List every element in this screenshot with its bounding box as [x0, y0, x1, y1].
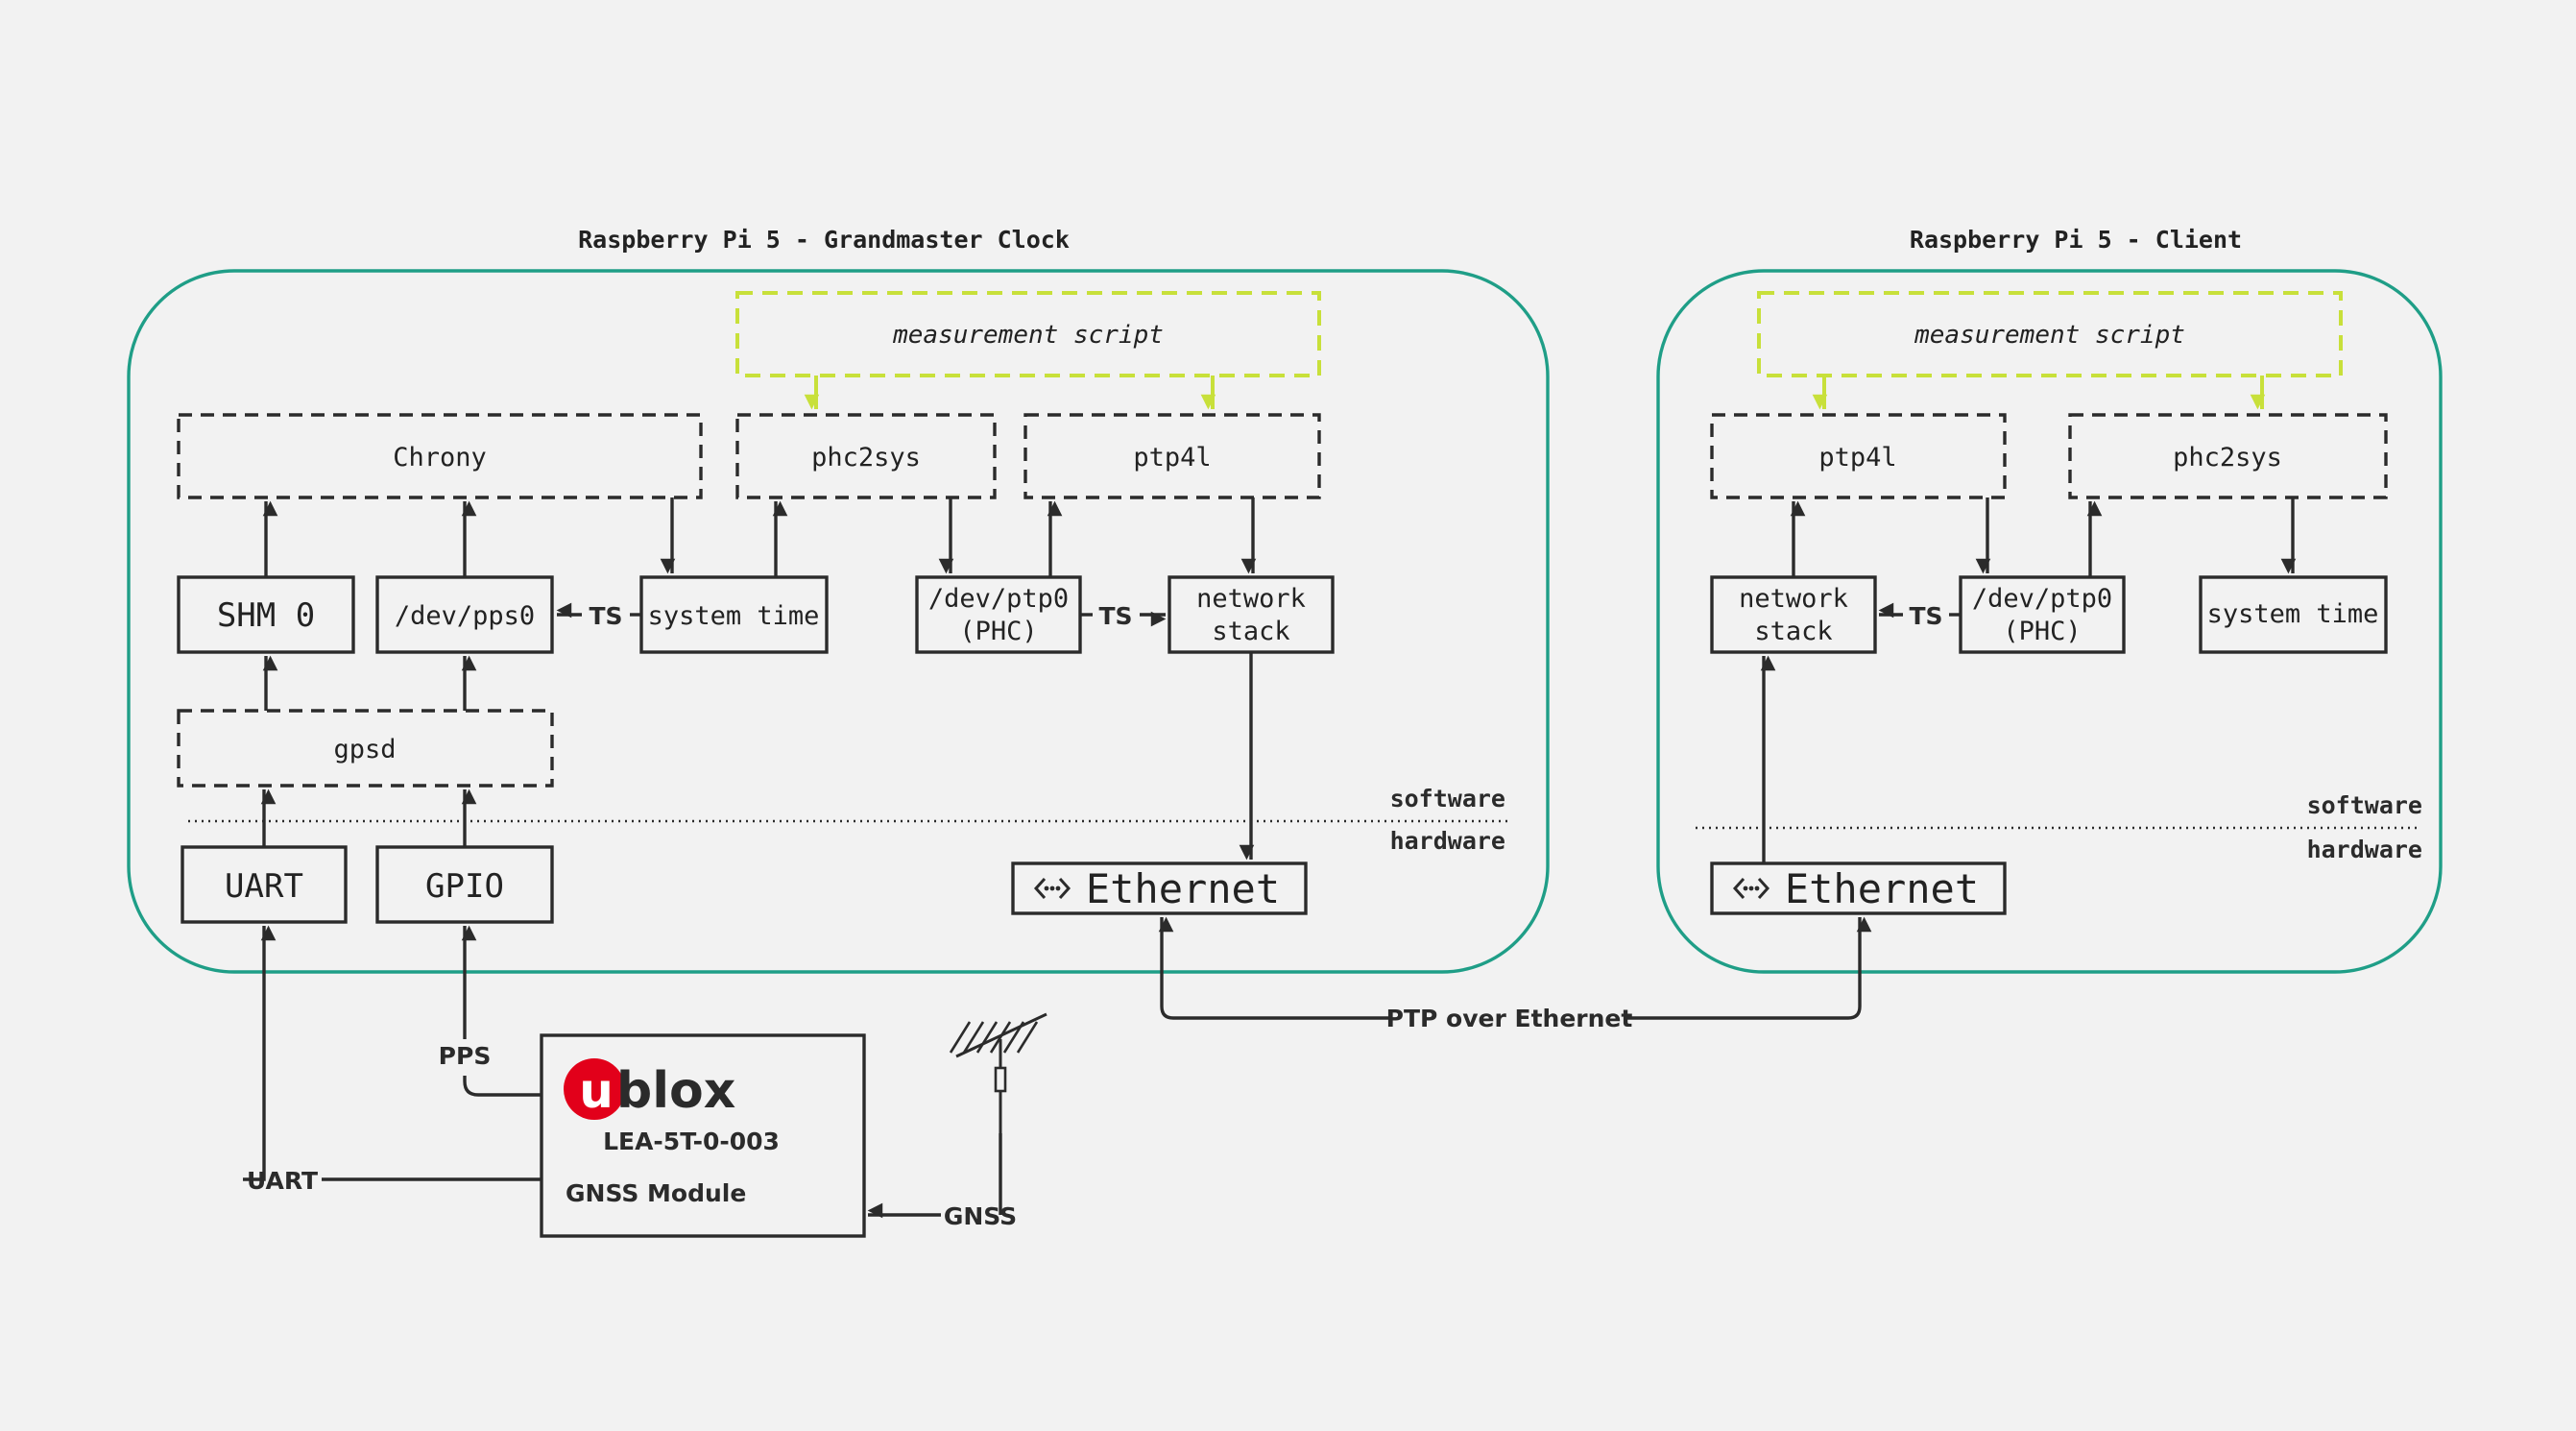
- module-model-label: LEA-5T-0-003: [603, 1128, 780, 1155]
- ptp-link-left-arrow: [1158, 916, 1390, 1020]
- gnss-line-label: GNSS: [944, 1202, 1017, 1230]
- gm-ts-right-label: TS: [1098, 602, 1132, 630]
- gm-uart-label: UART: [225, 867, 303, 906]
- client-software-label: software: [2307, 791, 2422, 819]
- client-system-time-label: system time: [2207, 599, 2379, 629]
- ethernet-port-icon: [1732, 877, 1770, 900]
- ethernet-port-icon: [1033, 877, 1071, 900]
- module-name-label: GNSS Module: [566, 1179, 746, 1207]
- ublox-logo-blox: blox: [616, 1062, 735, 1120]
- gm-ethernet-box: [1011, 861, 1308, 915]
- gm-measurement-script-box: [735, 291, 1321, 377]
- gm-phc2sys-label: phc2sys: [811, 443, 921, 473]
- gm-system-time-box: [639, 575, 829, 654]
- gm-ethernet-label: Ethernet: [1086, 865, 1280, 912]
- gm-ptp0-box: [915, 575, 1082, 654]
- client-ethernet-label: Ethernet: [1785, 865, 1979, 912]
- gm-network-line2: stack: [1212, 617, 1289, 646]
- gm-uart-box: [181, 845, 348, 924]
- grandmaster-title: Raspberry Pi 5 - Grandmaster Clock: [578, 226, 1070, 254]
- client-ptp0-line2: (PHC): [2003, 617, 2081, 646]
- pps-label: /dev/pps0: [395, 601, 535, 631]
- client-ethernet-box: [1710, 861, 2007, 915]
- gm-ts-left-label: TS: [589, 602, 622, 630]
- chrony-box: [177, 413, 703, 499]
- gm-phc2sys-box: [735, 413, 997, 499]
- gm-ptp0-line2: (PHC): [959, 617, 1037, 646]
- client-measurement-script-box: [1757, 291, 2343, 377]
- client-phc2sys-box: [2068, 413, 2388, 499]
- client-phc2sys-label: phc2sys: [2173, 443, 2282, 473]
- client-ptp4l-box: [1710, 413, 2007, 499]
- gnss-antenna-icon: [949, 1012, 1047, 1133]
- client-network-line2: stack: [1754, 617, 1832, 646]
- ptp-over-ethernet-label: PTP over Ethernet: [1386, 1005, 1633, 1032]
- chrony-label: Chrony: [393, 443, 487, 473]
- gpio-label: GPIO: [425, 867, 504, 906]
- pps-box: [375, 575, 554, 654]
- gm-ptp0-line1: /dev/ptp0: [928, 584, 1069, 614]
- gm-system-time-label: system time: [648, 601, 820, 631]
- client-title: Raspberry Pi 5 - Client: [1910, 226, 2242, 254]
- client-ptp0-box: [1959, 575, 2126, 654]
- gm-ptp4l-box: [1023, 413, 1321, 499]
- gpio-box: [375, 845, 554, 924]
- client-measurement-script-label: measurement script: [1914, 321, 2185, 350]
- gm-hardware-label: hardware: [1390, 827, 1505, 855]
- gm-measurement-script-label: measurement script: [892, 321, 1164, 350]
- shm0-label: SHM 0: [217, 596, 315, 635]
- pps-line: [463, 1076, 542, 1097]
- client-ptp4l-label: ptp4l: [1818, 443, 1896, 473]
- client-ptp0-line1: /dev/ptp0: [1972, 584, 2112, 614]
- client-network-line1: network: [1739, 584, 1848, 614]
- gm-software-label: software: [1390, 785, 1505, 813]
- grandmaster-container: [127, 269, 1550, 974]
- client-system-time-box: [2199, 575, 2388, 654]
- pps-line-label: PPS: [439, 1042, 492, 1070]
- gm-network-line1: network: [1196, 584, 1306, 614]
- gpsd-box: [177, 709, 554, 788]
- client-ts-label: TS: [1909, 602, 1942, 630]
- client-hardware-label: hardware: [2307, 836, 2422, 863]
- client-container: [1656, 269, 2443, 974]
- gpsd-label: gpsd: [333, 735, 396, 764]
- gm-ptp4l-label: ptp4l: [1133, 443, 1211, 473]
- ublox-logo-u: u: [579, 1063, 614, 1119]
- ptp-link-right-arrow: [1627, 916, 1872, 1020]
- ublox-logo: u blox: [564, 1058, 735, 1120]
- uart-to-uart-box-arrow: [243, 925, 277, 1181]
